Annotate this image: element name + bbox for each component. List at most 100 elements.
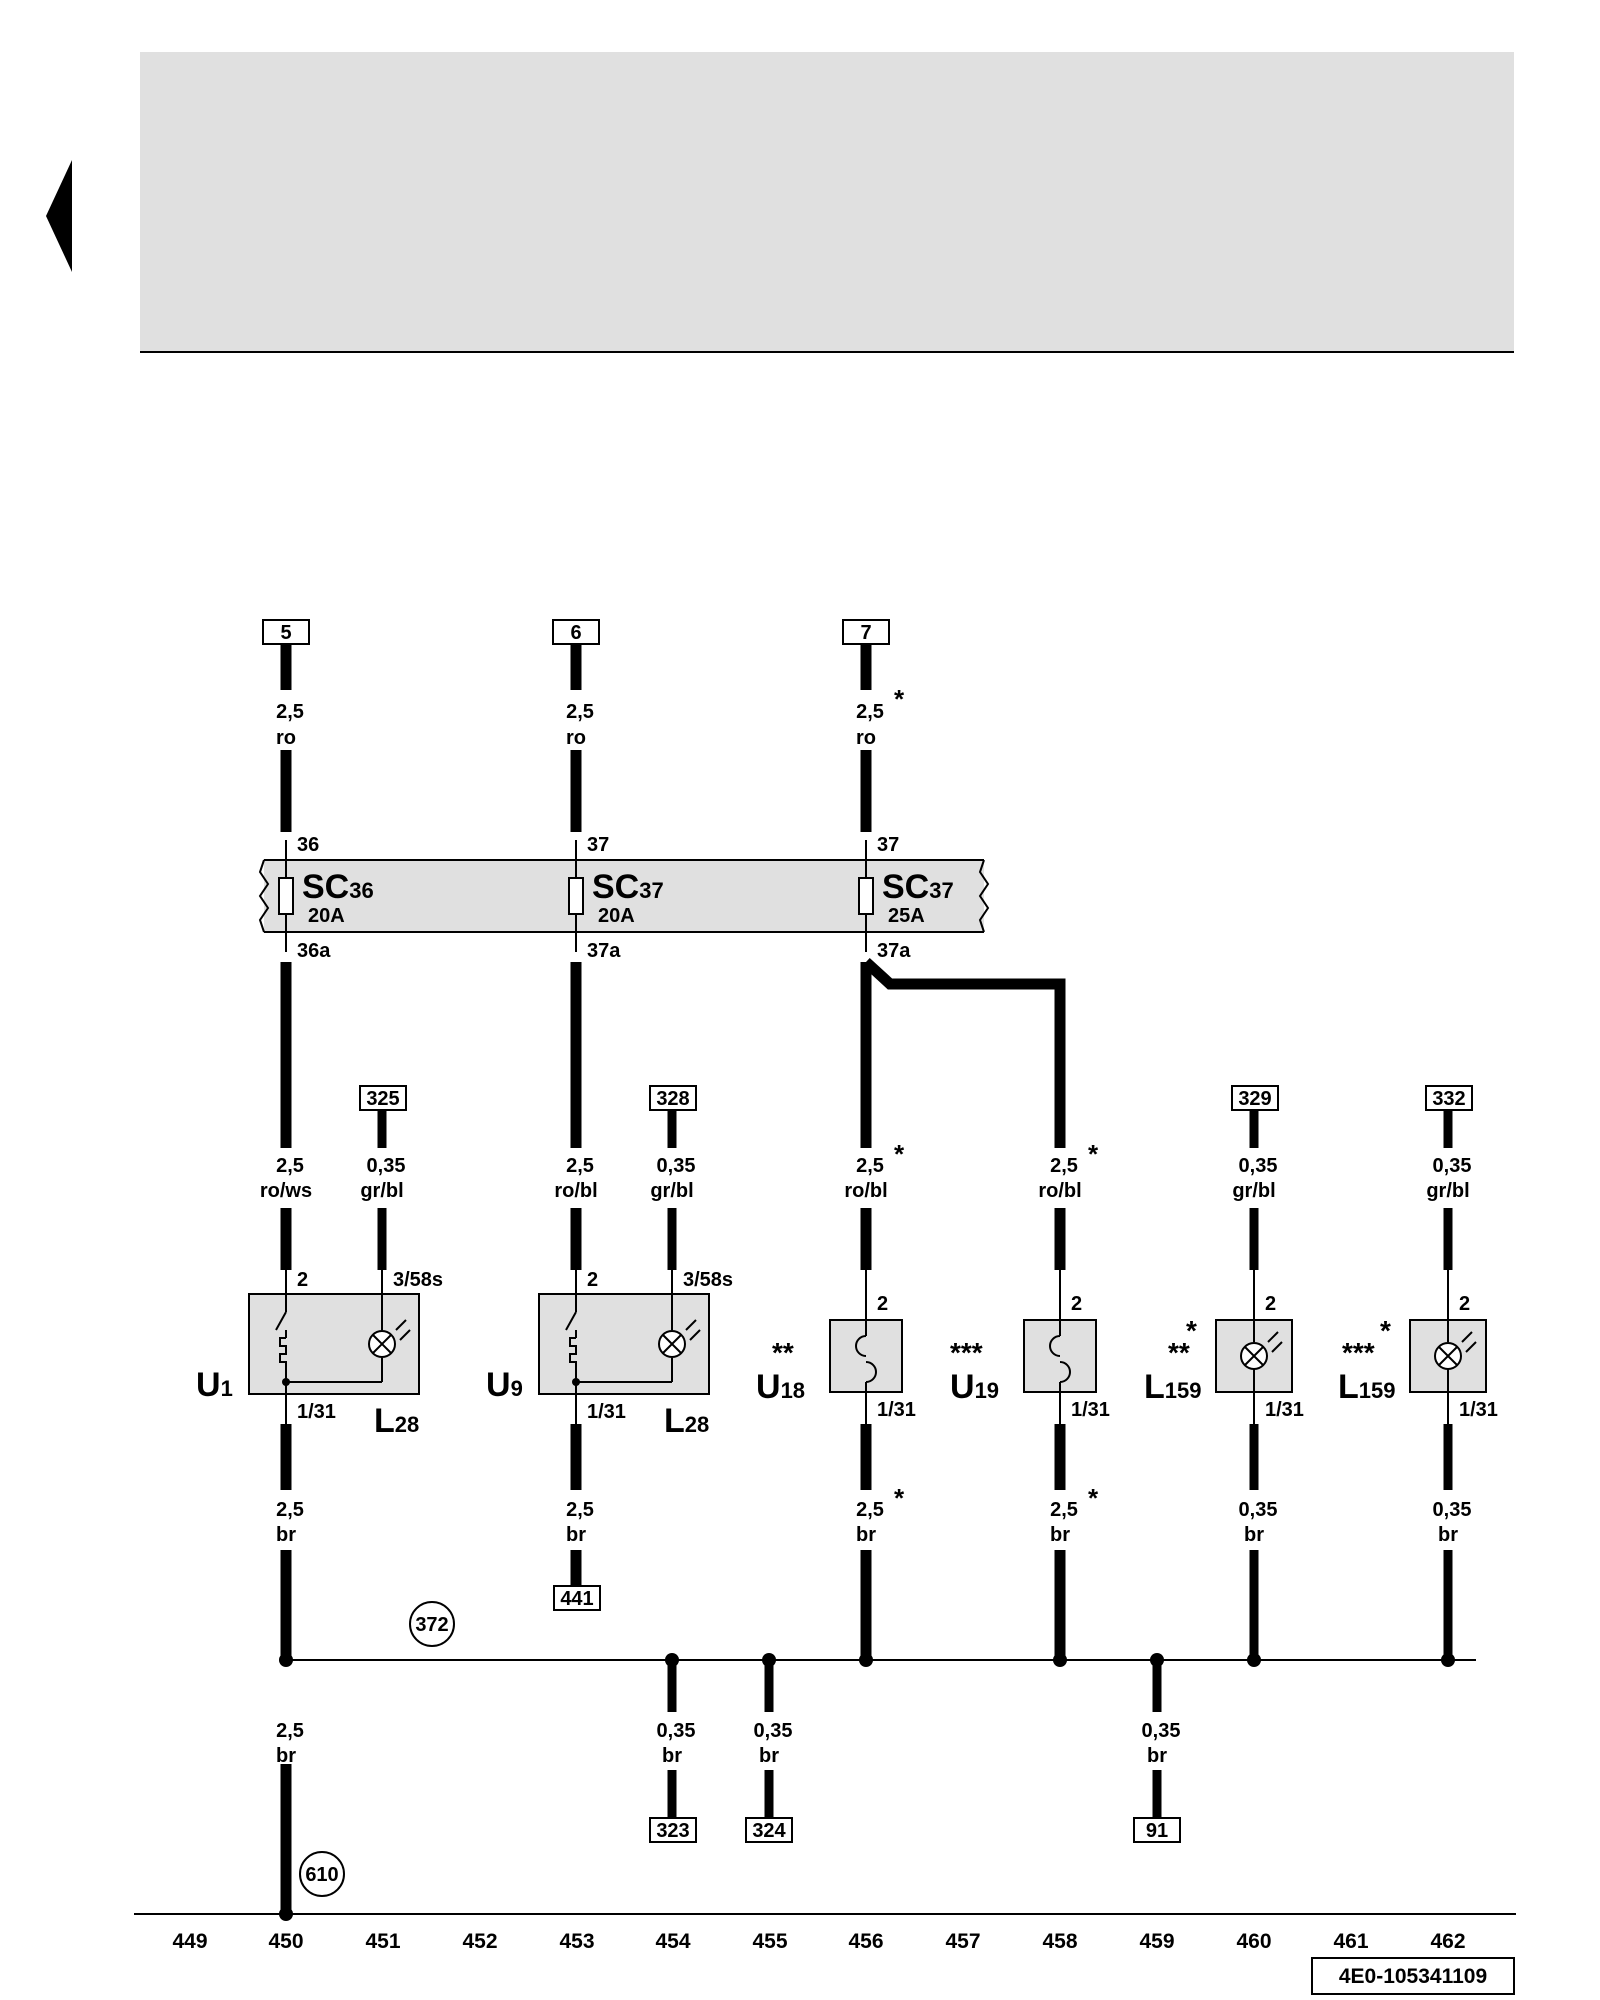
svg-text:2: 2 bbox=[1459, 1293, 1470, 1315]
svg-text:*: * bbox=[894, 1483, 905, 1513]
svg-text:457: 457 bbox=[945, 1930, 980, 1953]
svg-text:458: 458 bbox=[1042, 1930, 1077, 1953]
socket-u18 bbox=[829, 1270, 903, 1424]
svg-text:0,35: 0,35 bbox=[657, 1720, 696, 1742]
svg-text:20A: 20A bbox=[598, 905, 635, 927]
svg-text:*: * bbox=[1088, 1483, 1099, 1513]
svg-text:324: 324 bbox=[752, 1820, 786, 1842]
ref-box-441[interactable]: 441 bbox=[553, 1585, 601, 1611]
lamp-l159-a bbox=[1215, 1270, 1293, 1424]
svg-text:6: 6 bbox=[570, 622, 581, 644]
svg-text:37a: 37a bbox=[587, 940, 621, 962]
svg-text:2,5: 2,5 bbox=[856, 701, 884, 723]
svg-text:gr/bl: gr/bl bbox=[360, 1180, 403, 1202]
component-label-l28: L28 bbox=[374, 1402, 419, 1440]
ref-box-329[interactable]: 329 bbox=[1231, 1085, 1279, 1111]
svg-text:br: br bbox=[1244, 1524, 1264, 1546]
svg-text:452: 452 bbox=[462, 1930, 497, 1953]
switch-u1 bbox=[248, 1270, 420, 1424]
svg-text:37: 37 bbox=[587, 834, 609, 856]
socket-u19 bbox=[1023, 1270, 1097, 1424]
component-label-u9: U9 bbox=[486, 1366, 523, 1404]
fuse-holder-right-break bbox=[978, 859, 990, 933]
svg-text:36a: 36a bbox=[297, 940, 331, 962]
switch-u9 bbox=[538, 1270, 710, 1424]
diagram-ref-code: 4E0-105341109 bbox=[1311, 1957, 1515, 1995]
svg-text:456: 456 bbox=[848, 1930, 883, 1953]
svg-text:329: 329 bbox=[1238, 1088, 1271, 1110]
svg-text:0,35: 0,35 bbox=[1433, 1155, 1472, 1177]
ref-box-5[interactable]: 5 bbox=[262, 619, 310, 645]
wire-ground-branches bbox=[667, 1660, 1162, 1818]
previous-page-arrow-icon[interactable] bbox=[46, 160, 72, 272]
ref-box-323[interactable]: 323 bbox=[649, 1817, 697, 1843]
svg-text:332: 332 bbox=[1432, 1088, 1465, 1110]
svg-text:ro/bl: ro/bl bbox=[1038, 1180, 1081, 1202]
ref-box-328[interactable]: 328 bbox=[649, 1085, 697, 1111]
svg-text:462: 462 bbox=[1430, 1930, 1465, 1953]
wire-label: 2,5ro* bbox=[856, 684, 905, 749]
svg-text:SC37: SC37 bbox=[592, 868, 664, 906]
svg-text:323: 323 bbox=[656, 1820, 689, 1842]
ref-box-324[interactable]: 324 bbox=[745, 1817, 793, 1843]
svg-text:459: 459 bbox=[1139, 1930, 1174, 1953]
svg-text:441: 441 bbox=[560, 1588, 593, 1610]
svg-text:br: br bbox=[662, 1745, 682, 1767]
svg-text:5: 5 bbox=[280, 622, 291, 644]
svg-text:2,5: 2,5 bbox=[1050, 1155, 1078, 1177]
svg-text:1/31: 1/31 bbox=[1265, 1399, 1304, 1421]
svg-text:0,35: 0,35 bbox=[1239, 1499, 1278, 1521]
svg-text:461: 461 bbox=[1333, 1930, 1368, 1953]
component-labels: U1 L28 U9 L28 ** U18 *** U19 ** * L159 *… bbox=[196, 1315, 1396, 1440]
svg-text:453: 453 bbox=[559, 1930, 594, 1953]
svg-text:2,5: 2,5 bbox=[566, 1155, 594, 1177]
svg-text:gr/bl: gr/bl bbox=[650, 1180, 693, 1202]
ref-box-325[interactable]: 325 bbox=[359, 1085, 407, 1111]
component-label-u18: U18 bbox=[756, 1368, 805, 1406]
wire-label: 2,5ro bbox=[276, 701, 304, 749]
svg-text:SC37: SC37 bbox=[882, 868, 954, 906]
column-numbers: 449 450 451 452 453 454 455 456 457 458 … bbox=[172, 1930, 1465, 1953]
svg-text:454: 454 bbox=[655, 1930, 690, 1953]
svg-text:1/31: 1/31 bbox=[587, 1401, 626, 1423]
svg-text:2: 2 bbox=[297, 1269, 308, 1291]
ref-box-7[interactable]: 7 bbox=[842, 619, 890, 645]
wire-label: 0,35 br bbox=[1239, 1499, 1278, 1546]
fuse-sc36: SC36 20A 36 36a bbox=[278, 834, 374, 962]
fuse-holder-left-break bbox=[258, 859, 270, 933]
svg-text:372: 372 bbox=[415, 1614, 448, 1636]
fuse-sc37-20a: SC37 20A 37 37a bbox=[568, 834, 664, 962]
wire-lamp-supply bbox=[377, 1110, 677, 1270]
wire-label: 2,5br* bbox=[856, 1483, 905, 1546]
svg-text:37: 37 bbox=[877, 834, 899, 856]
svg-text:*: * bbox=[894, 684, 905, 714]
svg-text:2,5: 2,5 bbox=[566, 1499, 594, 1521]
header-banner bbox=[140, 52, 1514, 352]
ref-box-332[interactable]: 332 bbox=[1425, 1085, 1473, 1111]
svg-text:2: 2 bbox=[587, 1269, 598, 1291]
ref-box-91[interactable]: 91 bbox=[1133, 1817, 1181, 1843]
svg-text:0,35: 0,35 bbox=[1433, 1499, 1472, 1521]
svg-text:SC36: SC36 bbox=[302, 868, 374, 906]
svg-text:4E0-105341109: 4E0-105341109 bbox=[1339, 1965, 1487, 1988]
svg-text:449: 449 bbox=[172, 1930, 207, 1953]
svg-text:451: 451 bbox=[365, 1930, 400, 1953]
svg-text:br: br bbox=[856, 1524, 876, 1546]
svg-text:2,5: 2,5 bbox=[276, 1499, 304, 1521]
svg-text:ro/ws: ro/ws bbox=[260, 1180, 312, 1202]
component-label-u1: U1 bbox=[196, 1366, 233, 1404]
svg-text:2,5: 2,5 bbox=[856, 1155, 884, 1177]
lamp-l159-b bbox=[1409, 1270, 1487, 1424]
svg-text:325: 325 bbox=[366, 1088, 399, 1110]
svg-text:2,5: 2,5 bbox=[276, 701, 304, 723]
ref-box-6[interactable]: 6 bbox=[552, 619, 600, 645]
wire-label: 2,5 ro/ws bbox=[260, 1155, 312, 1202]
svg-text:2,5: 2,5 bbox=[276, 1155, 304, 1177]
svg-text:0,35: 0,35 bbox=[1239, 1155, 1278, 1177]
svg-text:25A: 25A bbox=[888, 905, 925, 927]
